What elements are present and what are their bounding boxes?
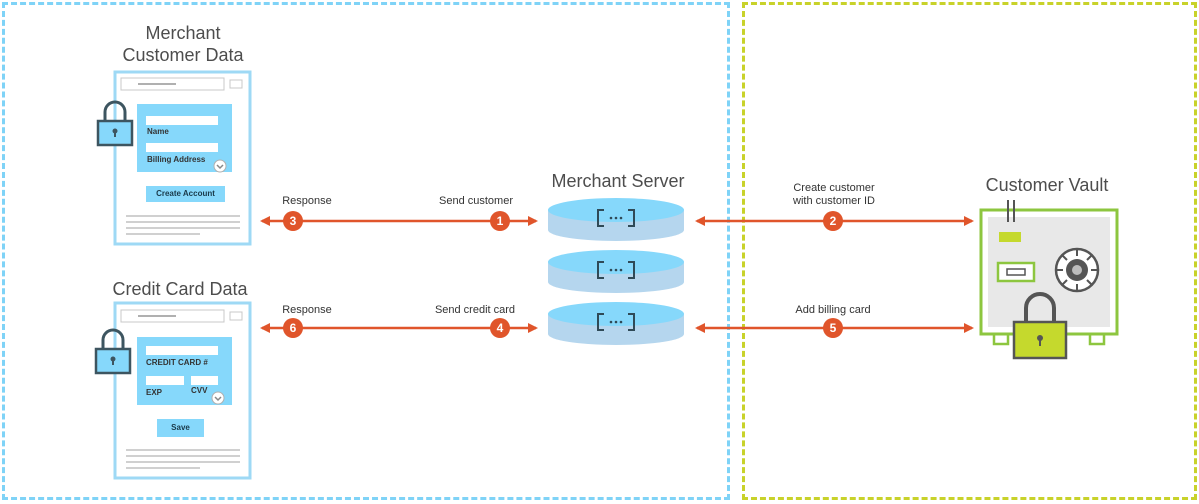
create-account-button[interactable]: Create Account (146, 186, 225, 202)
label-send-customer: Send customer (439, 195, 513, 207)
credit-card-lock-icon (94, 328, 132, 375)
customer-browser-window (113, 70, 252, 246)
step-badge-5: 5 (823, 318, 843, 338)
step-badge-2: 2 (823, 211, 843, 231)
step-badge-4: 4 (490, 318, 510, 338)
step-badge-1: 1 (490, 211, 510, 231)
cvv-label: CVV (191, 386, 208, 395)
label-create-customer-line1: Create customer (793, 182, 875, 194)
step-badge-3: 3 (283, 211, 303, 231)
merchant-server-title: Merchant Server (551, 171, 685, 191)
credit-card-title: Credit Card Data (112, 279, 248, 299)
label-send-credit-card: Send credit card (434, 304, 516, 316)
credit-card-number-label: CREDIT CARD # (146, 358, 208, 367)
credit-card-browser-window (113, 301, 252, 480)
exp-label: EXP (146, 388, 163, 397)
merchant-customer-title-line1: Merchant (145, 23, 221, 43)
label-add-billing-card: Add billing card (795, 304, 871, 316)
merchant-zone (2, 2, 730, 500)
vault-padlock-icon (1012, 292, 1068, 360)
label-create-customer: Create customer with customer ID (774, 182, 894, 208)
merchant-server-database (548, 198, 684, 345)
vault-zone (742, 2, 1197, 500)
save-button[interactable]: Save (157, 419, 204, 437)
customer-vault-safe (979, 200, 1119, 346)
label-response-bottom: Response (282, 304, 332, 316)
merchant-customer-title: Merchant Customer Data (108, 22, 258, 66)
label-create-customer-line2: with customer ID (793, 195, 875, 207)
label-response-top: Response (282, 195, 332, 207)
billing-address-field-label: Billing Address (147, 155, 206, 164)
customer-lock-icon (96, 100, 134, 147)
merchant-customer-title-line2: Customer Data (122, 45, 244, 65)
step-badge-6: 6 (283, 318, 303, 338)
name-field-label: Name (147, 127, 169, 136)
customer-vault-title: Customer Vault (985, 175, 1109, 195)
